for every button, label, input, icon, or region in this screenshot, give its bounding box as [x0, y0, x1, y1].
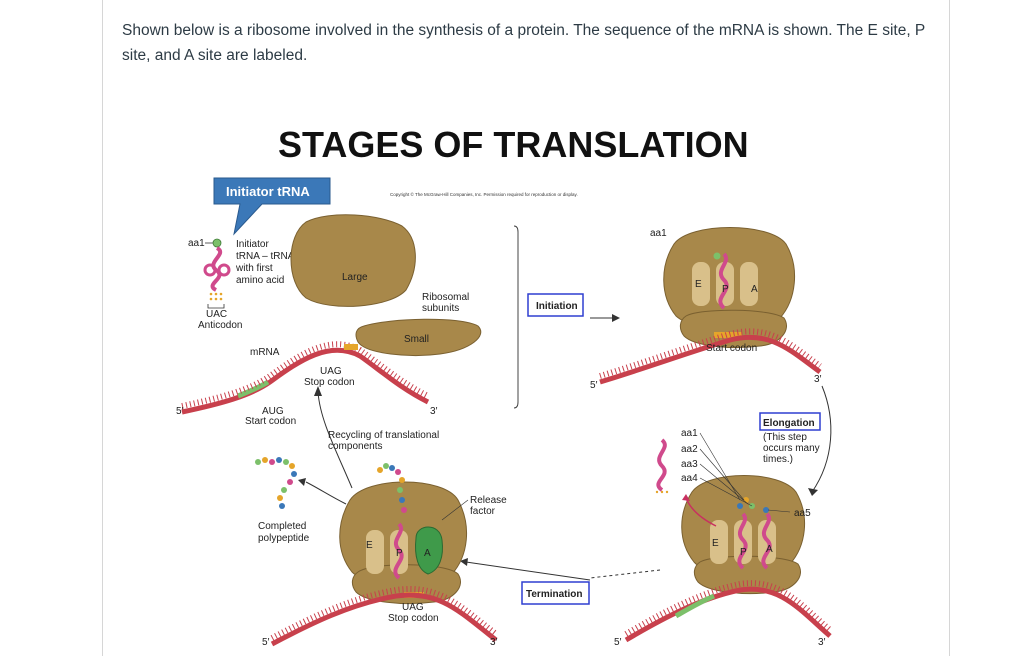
elongation-note-1: (This step — [763, 432, 807, 443]
three-prime-top: 3′ — [430, 406, 438, 417]
question-text: Shown below is a ribosome involved in th… — [122, 22, 925, 64]
termination-stage: Termination — [460, 558, 661, 605]
three-prime-bottom: 3′ — [490, 637, 498, 648]
release-factor-label-2: factor — [470, 506, 496, 517]
polypeptide-chain — [377, 463, 407, 513]
site-a-top: A — [751, 284, 758, 295]
mrna-strand-top: mRNA UAG Stop codon AUG Start codon 5′ 3… — [176, 341, 438, 427]
mrna-label: mRNA — [250, 347, 280, 358]
uag-label-top: UAG — [320, 366, 342, 377]
aug-label-top: AUG — [262, 406, 284, 417]
recycling-section: Recycling of translational components Co… — [255, 386, 439, 544]
copyright-note: Copyright © The McGraw-Hill Companies, I… — [390, 191, 578, 197]
five-prime-top: 5′ — [176, 406, 184, 417]
termination-label: Termination — [526, 589, 582, 600]
initiator-line2: tRNA – tRNA — [236, 251, 295, 262]
five-prime-bottom: 5′ — [262, 637, 270, 648]
ribosomal-label-2: subunits — [422, 303, 459, 314]
initiator-trna-callout: Initiator tRNA — [213, 177, 331, 236]
three-prime-right: 3′ — [814, 374, 822, 385]
completed-label-2: polypeptide — [258, 533, 310, 544]
site-a-bottom: A — [424, 548, 431, 559]
site-p-top: P — [722, 284, 729, 295]
site-p-right: P — [740, 547, 747, 558]
aa1-label-elong: aa1 — [681, 428, 698, 439]
initiator-line1: Initiator — [236, 239, 269, 250]
aa5-label: aa5 — [794, 508, 811, 519]
aa1-label-right: aa1 — [650, 228, 667, 239]
initiation-label: Initiation — [536, 301, 578, 312]
ribosomal-subunits: Large Small Ribosomal subunits — [290, 214, 482, 356]
large-subunit-label: Large — [342, 272, 368, 283]
initiator-line3: with first — [235, 263, 273, 274]
initiator-trna: aa1 Initiator tRNA – tRNA with first ami… — [188, 238, 295, 331]
elongation-note-2: occurs many — [763, 443, 820, 454]
release-factor-label-1: Release — [470, 495, 507, 506]
initiation-complex: aa1 E P A Start codon 5′ 3′ — [590, 227, 822, 391]
elongation-complex: E P A 5′ 3′ aa1 aa2 aa3 aa4 aa5 — [614, 428, 832, 648]
small-subunit-label: Small — [404, 334, 429, 345]
termination-complex: E P A Release factor UAG Stop codon 5′ 3… — [262, 463, 507, 648]
five-prime-bottom-right: 5′ — [614, 637, 622, 648]
site-a-right: A — [766, 544, 773, 555]
elongation-label: Elongation — [763, 418, 815, 429]
completed-polypeptide — [255, 457, 297, 509]
start-codon-label-top: Start codon — [245, 416, 296, 427]
three-prime-bottom-right: 3′ — [818, 637, 826, 648]
callout-label: Initiator tRNA — [226, 184, 310, 199]
stage-bracket — [513, 225, 519, 409]
start-codon-label-right: Start codon — [706, 343, 757, 354]
stop-codon-label-bottom: Stop codon — [388, 613, 439, 624]
completed-label-1: Completed — [258, 521, 306, 532]
question-card — [102, 0, 950, 656]
figure-title: STAGES OF TRANSLATION — [278, 124, 749, 165]
site-e-top: E — [695, 279, 702, 290]
anticodon-label: Anticodon — [198, 320, 242, 331]
ribosomal-label-1: Ribosomal — [422, 292, 469, 303]
aa4-label: aa4 — [681, 473, 698, 484]
uac-label: UAC — [206, 309, 227, 320]
five-prime-right: 5′ — [590, 380, 598, 391]
recycling-label-1: Recycling of translational — [328, 430, 439, 441]
aa1-label: aa1 — [188, 238, 205, 249]
uag-label-bottom: UAG — [402, 602, 424, 613]
recycling-label-2: components — [328, 441, 382, 452]
initiator-line4: amino acid — [236, 275, 284, 286]
initiation-stage: Initiation — [527, 293, 620, 322]
aa3-label: aa3 — [681, 459, 698, 470]
aa2-label: aa2 — [681, 444, 698, 455]
site-e-right: E — [712, 538, 719, 549]
site-e-bottom: E — [366, 540, 373, 551]
elongation-note-3: times.) — [763, 454, 793, 465]
stop-codon-label-top: Stop codon — [304, 377, 355, 388]
site-p-bottom: P — [396, 548, 403, 559]
elongation-stage: Elongation (This step occurs many times.… — [759, 385, 832, 496]
